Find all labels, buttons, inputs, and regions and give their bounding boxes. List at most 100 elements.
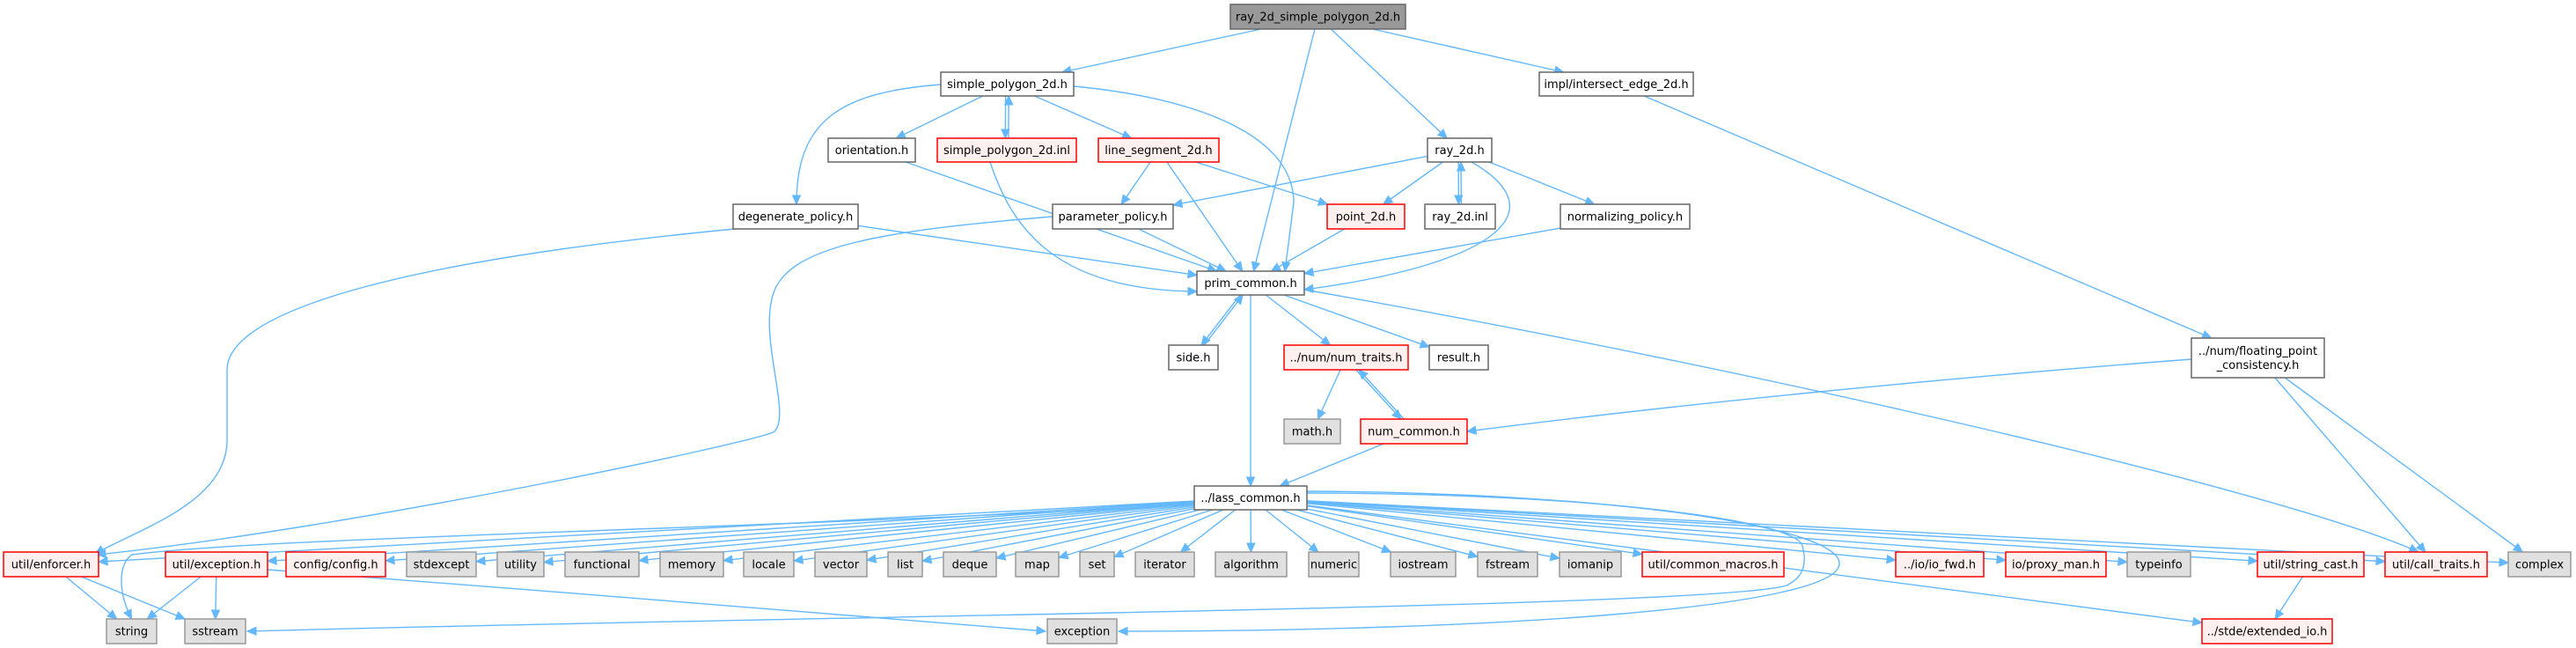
node-util-string-cast-h[interactable]: util/string_cast.h — [2257, 551, 2365, 578]
node-iterator[interactable]: iterator — [1134, 551, 1195, 578]
edge-lass-to-iterator — [1179, 509, 1236, 553]
node-simple-polygon-2d-inl[interactable]: simple_polygon_2d.inl — [936, 137, 1077, 163]
node-memory[interactable]: memory — [659, 551, 724, 578]
node-box — [1560, 203, 1691, 230]
edge-lass-to-set — [1112, 509, 1224, 558]
node-functional[interactable]: functional — [564, 551, 640, 578]
arrowhead-icon — [1233, 261, 1244, 273]
edge-prim-to-result — [1283, 294, 1431, 349]
node-num-floating-point-consistency-h[interactable]: ../num/floating_point_consistency.h — [2191, 337, 2325, 379]
node-stde-extended-io-h[interactable]: ../stde/extended_io.h — [2201, 618, 2333, 644]
arrowhead-icon — [1583, 196, 1596, 205]
node-math-h[interactable]: math.h — [1283, 418, 1341, 445]
arrowhead-icon — [146, 609, 158, 620]
node-io-proxy-man-h[interactable]: io/proxy_man.h — [2005, 551, 2107, 578]
node-impl-intersect-edge-2d-h[interactable]: impl/intersect_edge_2d.h — [1538, 71, 1694, 97]
node-numeric[interactable]: numeric — [1308, 551, 1360, 578]
edge-line — [1138, 228, 1227, 272]
node-result-h[interactable]: result.h — [1428, 344, 1489, 371]
node-ray-2d-inl[interactable]: ray_2d.inl — [1424, 203, 1496, 230]
node-box — [1477, 551, 1538, 578]
node-util-call-traits-h[interactable]: util/call_traits.h — [2384, 551, 2488, 578]
node-io-io-fwd-h[interactable]: ../io/io_fwd.h — [1895, 551, 1985, 578]
node-map[interactable]: map — [1015, 551, 1060, 578]
edge-lass-to-algorithm — [1246, 509, 1256, 554]
node-line-segment-2d-h[interactable]: line_segment_2d.h — [1097, 137, 1220, 163]
node-box — [1390, 551, 1457, 578]
edge-lseg-to-point — [1195, 161, 1329, 206]
node-set[interactable]: set — [1079, 551, 1115, 578]
node-util-common-macros-h[interactable]: util/common_macros.h — [1641, 551, 1785, 578]
edge-line — [1303, 289, 2419, 553]
node-label: util/common_macros.h — [1648, 559, 1779, 572]
edge-spoly-to-degen — [791, 84, 942, 206]
edge-line — [81, 576, 186, 620]
node-util-exception-h[interactable]: util/exception.h — [165, 551, 268, 578]
edge-lass-to-iomanip — [1306, 508, 1561, 562]
node-stdexcept[interactable]: stdexcept — [406, 551, 477, 578]
edge-exc-to-sstream — [210, 576, 221, 621]
arrowhead-icon — [1467, 549, 1479, 559]
node-vector[interactable]: vector — [814, 551, 868, 578]
node-point-2d-h[interactable]: point_2d.h — [1326, 203, 1405, 230]
node-iomanip[interactable]: iomanip — [1559, 551, 1622, 578]
edge-line — [1306, 500, 2386, 563]
node-algorithm[interactable]: algorithm — [1215, 551, 1288, 578]
node-parameter-policy-h[interactable]: parameter_policy.h — [1052, 203, 1174, 230]
edge-line — [1358, 369, 1405, 420]
node-util-enforcer-h[interactable]: util/enforcer.h — [3, 551, 99, 578]
arrowhead-icon — [865, 554, 877, 563]
arrowhead-icon — [1886, 554, 1897, 564]
node-degenerate-policy-h[interactable]: degenerate_policy.h — [732, 203, 859, 230]
arrowhead-icon — [1549, 551, 1561, 562]
edge-line — [1279, 443, 1384, 487]
edge-degen-to-prim — [857, 225, 1199, 279]
edge-line — [1252, 28, 1316, 272]
node-exception[interactable]: exception — [1046, 618, 1118, 644]
node-box — [1168, 344, 1219, 371]
node-iostream[interactable]: iostream — [1390, 551, 1457, 578]
node-normalizing-policy-h[interactable]: normalizing_policy.h — [1560, 203, 1691, 230]
node-box — [1134, 551, 1195, 578]
node-config-config-h[interactable]: config/config.h — [285, 551, 386, 578]
node-box — [732, 203, 859, 230]
node-label: ray_2d.h — [1435, 144, 1484, 158]
node-label: num_common.h — [1368, 426, 1460, 439]
node-box — [1424, 203, 1496, 230]
node-num-common-h[interactable]: num_common.h — [1360, 418, 1468, 445]
edge-line — [121, 504, 1195, 620]
arrowhead-icon — [1319, 335, 1332, 346]
edge-line — [1180, 509, 1236, 553]
arrowhead-icon — [1036, 625, 1047, 636]
node-box — [1196, 270, 1305, 296]
node-utility[interactable]: utility — [496, 551, 545, 578]
node-typeinfo[interactable]: typeinfo — [2126, 551, 2191, 578]
arrowhead-icon — [2191, 616, 2204, 627]
node-ray-2d-simple-polygon-2d-h[interactable]: ray_2d_simple_polygon_2d.h — [1229, 4, 1406, 30]
node-fstream[interactable]: fstream — [1477, 551, 1538, 578]
node-lass-common-h[interactable]: ../lass_common.h — [1193, 485, 1308, 511]
arrowhead-icon — [1436, 128, 1449, 139]
node-box — [1215, 551, 1288, 578]
edge-line — [723, 504, 1195, 562]
arrowhead-icon — [1996, 555, 2007, 564]
node-prim-common-h[interactable]: prim_common.h — [1196, 270, 1305, 296]
edge-prim-to-ctraits — [1303, 289, 2420, 553]
node-side-h[interactable]: side.h — [1168, 344, 1219, 371]
node-complex[interactable]: complex — [2507, 551, 2572, 578]
node-list[interactable]: list — [887, 551, 923, 578]
node-string[interactable]: string — [106, 618, 158, 644]
edge-line — [989, 161, 1198, 292]
arrowhead-icon — [1270, 262, 1282, 272]
node-sstream[interactable]: sstream — [184, 618, 246, 644]
node-ray-2d-h[interactable]: ray_2d.h — [1427, 137, 1493, 163]
node-num-num-traits-h[interactable]: ../num/num_traits.h — [1283, 344, 1409, 371]
edge-line — [638, 503, 1195, 562]
node-box — [1428, 344, 1489, 371]
node-orientation-h[interactable]: orientation.h — [827, 137, 916, 163]
node-deque[interactable]: deque — [943, 551, 997, 578]
node-locale[interactable]: locale — [743, 551, 795, 578]
node-simple-polygon-2d-h[interactable]: simple_polygon_2d.h — [940, 71, 1075, 97]
edge-spoly-to-orient — [895, 95, 984, 139]
arrowhead-icon — [1382, 195, 1394, 205]
